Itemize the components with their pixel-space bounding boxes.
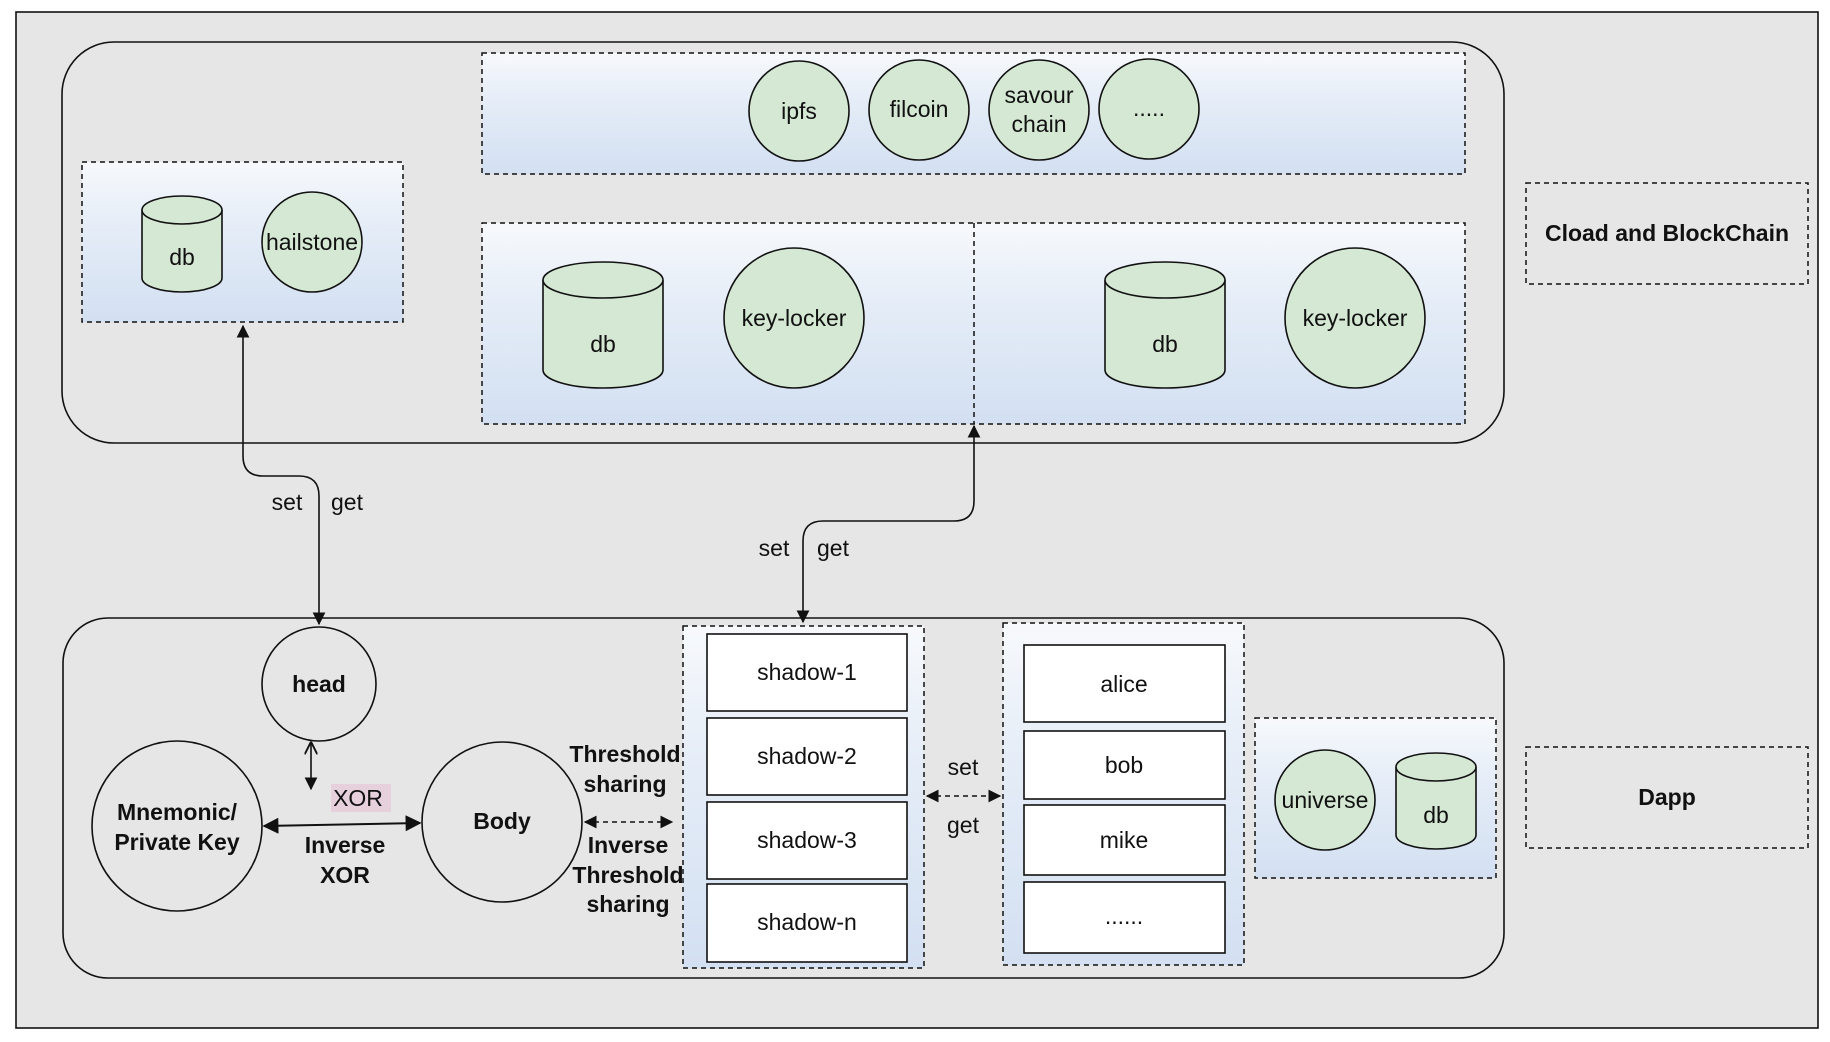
universe-db-label: db [1423, 802, 1449, 828]
head-label: head [292, 671, 346, 697]
key-locker-right-node [1284, 247, 1426, 389]
ipfs-node [748, 60, 850, 162]
filcoin-node [868, 59, 970, 161]
chain-label: chain [1012, 111, 1067, 137]
locker-right-db-cylinder [1104, 261, 1226, 389]
locker-right-db-label: db [1152, 331, 1178, 357]
shadow-n-box [706, 883, 908, 963]
cloud-title: Cload and BlockChain [1545, 220, 1789, 246]
threshold-line2: sharing [583, 771, 666, 797]
user-alice-label: alice [1100, 671, 1147, 697]
shadow-3-box [706, 801, 908, 880]
dapp-get-label: get [947, 812, 980, 838]
user-more-box [1023, 881, 1226, 954]
hailstone-node [261, 191, 363, 293]
storage-panel [481, 52, 1466, 175]
universe-db-cylinder [1395, 752, 1477, 850]
filcoin-label: filcoin [890, 96, 949, 122]
inv-threshold-line2: Threshold [572, 862, 683, 888]
hailstone-label: hailstone [266, 229, 358, 255]
key-locker-left-label: key-locker [742, 305, 847, 331]
user-more-label: ...... [1105, 903, 1143, 929]
dapp-set-label: set [948, 754, 979, 780]
key-locker-right-label: key-locker [1303, 305, 1408, 331]
inv-threshold-line1: Inverse [588, 832, 669, 858]
cloud-title-box [1525, 182, 1809, 285]
local-db-cylinder [141, 195, 223, 293]
locker-left-db-label: db [590, 331, 616, 357]
dapp-title-box [1525, 746, 1809, 849]
local-db-label: db [169, 244, 195, 270]
mid-set-label: set [759, 535, 790, 561]
shadows-keylocker-link [796, 424, 981, 624]
savour-chain-node [988, 59, 1090, 161]
shadow-1-label: shadow-1 [757, 659, 857, 685]
head-hailstone-link [236, 324, 326, 626]
more-storage-label: ..... [1133, 95, 1165, 121]
user-mike-label: mike [1100, 827, 1149, 853]
body-label: Body [473, 808, 531, 834]
user-mike-box [1023, 804, 1226, 876]
savour-label: savour [1004, 82, 1073, 108]
left-get-label: get [331, 489, 364, 515]
xor-highlight [331, 784, 391, 812]
mid-get-label: get [817, 535, 850, 561]
inverse-xor-line1: Inverse [305, 832, 386, 858]
threshold-line1: Threshold [569, 741, 680, 767]
inverse-xor-line2: XOR [320, 862, 370, 888]
left-set-label: set [272, 489, 303, 515]
ipfs-label: ipfs [781, 98, 817, 124]
head-node [261, 626, 377, 742]
mnemonic-node [91, 740, 263, 912]
user-bob-box [1023, 730, 1226, 800]
more-storage-node [1098, 58, 1200, 160]
xor-arrow [262, 815, 422, 834]
inv-threshold-line3: sharing [586, 891, 669, 917]
dapp-title: Dapp [1638, 784, 1696, 810]
universe-label: universe [1282, 787, 1369, 813]
body-node [421, 741, 583, 903]
shadow-2-label: shadow-2 [757, 743, 857, 769]
universe-node [1274, 749, 1376, 851]
shadow-1-box [706, 633, 908, 712]
mnemonic-label-line2: Private Key [114, 829, 240, 855]
xor-label: XOR [333, 785, 383, 811]
mnemonic-label-line1: Mnemonic/ [117, 799, 238, 825]
shadow-3-label: shadow-3 [757, 827, 857, 853]
shadow-2-box [706, 717, 908, 796]
shadow-n-label: shadow-n [757, 909, 857, 935]
user-alice-box [1023, 644, 1226, 723]
user-bob-label: bob [1105, 752, 1143, 778]
key-locker-left-node [723, 247, 865, 389]
locker-left-db-cylinder [542, 261, 664, 389]
